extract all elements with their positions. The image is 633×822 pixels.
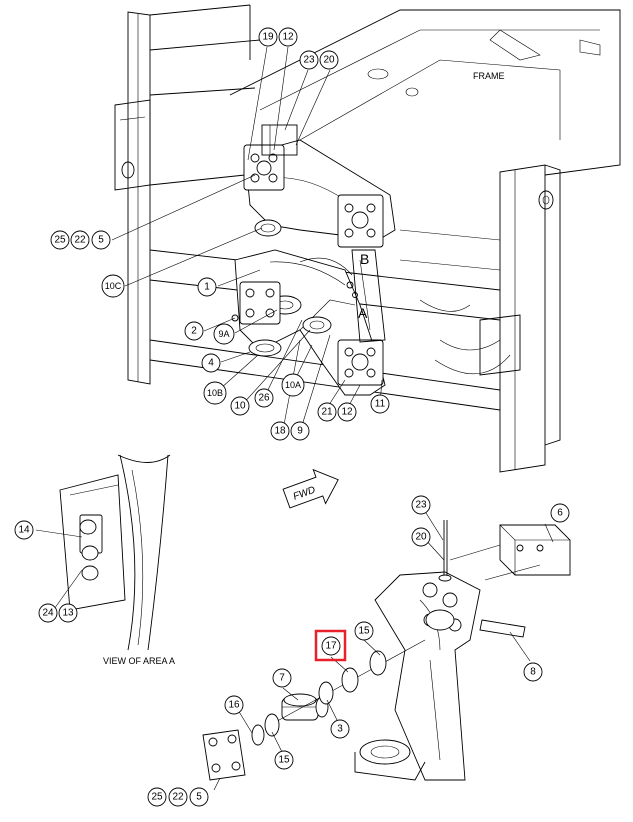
callout-6-text: 6 xyxy=(557,508,563,519)
callout-4: 4 xyxy=(201,353,221,373)
callout-12b-text: 12 xyxy=(341,407,353,418)
callout-17-text: 17 xyxy=(325,641,337,652)
callout-2-text: 2 xyxy=(191,326,197,337)
callout-23b-text: 23 xyxy=(415,500,427,511)
callout-20a: 20 xyxy=(319,50,339,70)
callout-5b-text: 5 xyxy=(196,792,202,803)
callout-14-text: 14 xyxy=(18,525,30,536)
callout-25b: 25 xyxy=(147,787,167,807)
callout-26: 26 xyxy=(254,388,274,408)
callout-16: 16 xyxy=(224,695,244,715)
callout-13-text: 13 xyxy=(62,608,74,619)
area-a-letter: A xyxy=(358,305,368,321)
callout-26-text: 26 xyxy=(258,393,270,404)
callout-8-text: 8 xyxy=(530,667,536,678)
callout-19: 19 xyxy=(258,27,278,47)
callout-10B-text: 10B xyxy=(207,388,223,398)
forward-arrow: FWD xyxy=(282,468,339,509)
callout-12b: 12 xyxy=(337,402,357,422)
callout-22b-text: 22 xyxy=(172,792,184,803)
callout-9A: 9A xyxy=(213,323,235,345)
callout-9A-text: 9A xyxy=(218,329,229,339)
callout-12a-text: 12 xyxy=(282,32,294,43)
callout-10C: 10C xyxy=(101,274,125,298)
callout-20b: 20 xyxy=(411,527,431,547)
callout-9: 9 xyxy=(290,421,310,441)
highlight-box xyxy=(314,629,347,662)
callout-20b-text: 20 xyxy=(415,532,427,543)
callout-23a-text: 23 xyxy=(303,55,315,66)
callout-13: 13 xyxy=(58,603,78,623)
area-a-view-drawing xyxy=(35,454,171,651)
view-of-area-a-label: VIEW OF AREA A xyxy=(103,656,175,666)
callout-3: 3 xyxy=(330,719,350,739)
callout-11-text: 11 xyxy=(375,399,386,410)
callout-10: 10 xyxy=(230,396,250,416)
callout-24-text: 24 xyxy=(42,608,54,619)
callout-20a-text: 20 xyxy=(323,55,335,66)
callout-16-text: 16 xyxy=(228,700,240,711)
callout-18: 18 xyxy=(270,421,290,441)
callout-25a-text: 25 xyxy=(54,235,66,246)
callout-10C-text: 10C xyxy=(105,281,122,291)
callout-10-text: 10 xyxy=(234,401,246,412)
callout-23b: 23 xyxy=(411,495,431,515)
callout-9-text: 9 xyxy=(297,426,303,437)
callout-1-text: 1 xyxy=(204,282,210,293)
frame-assembly-drawing xyxy=(114,4,621,473)
top-leader-lines xyxy=(111,46,383,433)
callout-2: 2 xyxy=(184,321,204,341)
callout-15b-text: 15 xyxy=(278,755,290,766)
callout-8: 8 xyxy=(523,662,543,682)
callout-14: 14 xyxy=(14,520,34,540)
callout-7: 7 xyxy=(272,668,292,688)
callout-25a: 25 xyxy=(50,230,70,250)
callout-21: 21 xyxy=(317,402,337,422)
callout-12a: 12 xyxy=(278,27,298,47)
callout-10A-text: 10A xyxy=(285,380,301,390)
callout-15a-text: 15 xyxy=(358,626,370,637)
callout-22a-text: 22 xyxy=(74,235,86,246)
callout-21-text: 21 xyxy=(321,407,333,418)
callout-3-text: 3 xyxy=(337,724,343,735)
callout-5a: 5 xyxy=(91,230,111,250)
callout-24: 24 xyxy=(38,603,58,623)
callout-10B: 10B xyxy=(203,381,227,405)
callout-22a: 22 xyxy=(70,230,90,250)
callout-15b: 15 xyxy=(274,750,294,770)
callout-4-text: 4 xyxy=(208,358,214,369)
callouts: 19 12 23 20 25 22 5 10C 1 2 9A 4 10B 10 … xyxy=(14,27,570,807)
callout-15a: 15 xyxy=(354,621,374,641)
callout-19-text: 19 xyxy=(262,32,274,43)
callout-23a: 23 xyxy=(299,50,319,70)
callout-17-highlighted: 17 xyxy=(314,629,347,662)
area-b-letter: B xyxy=(360,251,369,267)
frame-label: FRAME xyxy=(473,71,505,81)
callout-10A: 10A xyxy=(281,373,305,397)
callout-11: 11 xyxy=(370,394,390,414)
callout-6: 6 xyxy=(550,503,570,523)
callout-5a-text: 5 xyxy=(98,235,104,246)
callout-22b: 22 xyxy=(168,787,188,807)
callout-25b-text: 25 xyxy=(151,792,163,803)
callout-7-text: 7 xyxy=(279,673,285,684)
callout-18-text: 18 xyxy=(274,426,286,437)
callout-1: 1 xyxy=(197,277,217,297)
callout-5b: 5 xyxy=(189,787,209,807)
exploded-linkage-drawing xyxy=(202,504,571,791)
